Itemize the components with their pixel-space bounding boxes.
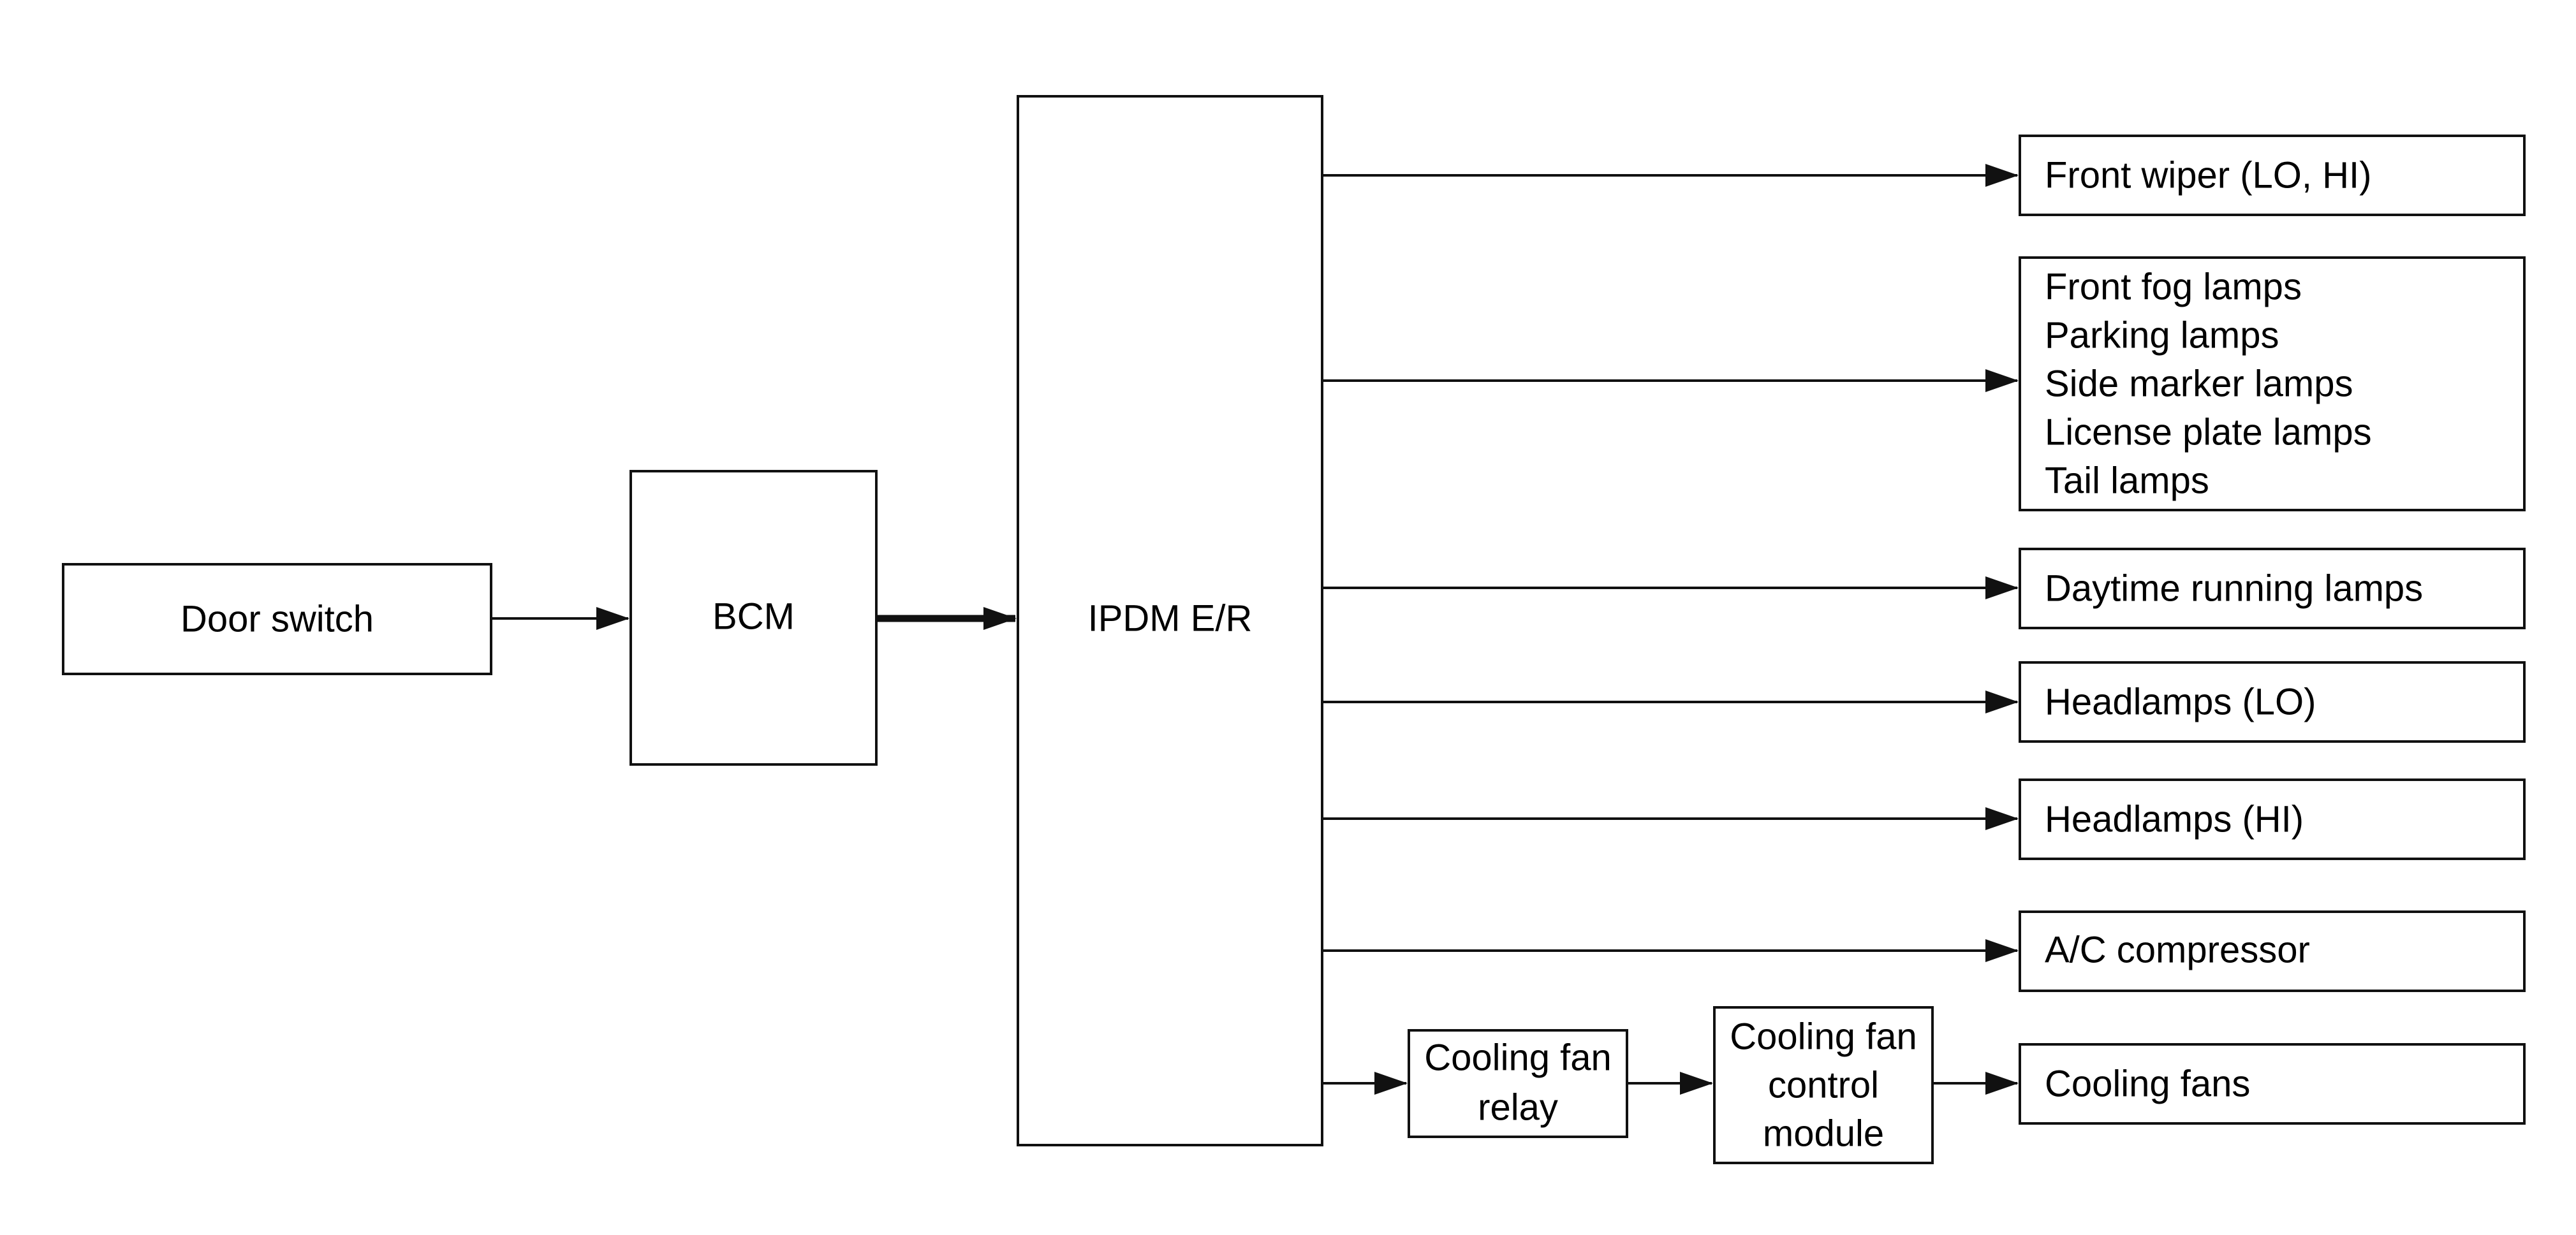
connections: [491, 164, 2019, 1095]
headlamps-lo-box: Headlamps (LO): [2019, 661, 2526, 743]
cooling-fans-label: Cooling fans: [2045, 1063, 2250, 1105]
headlamps-hi-label: Headlamps (HI): [2045, 799, 2304, 840]
license-plate-lamps-label: License plate lamps: [2045, 412, 2372, 453]
cooling-fan-control-module-label-line3: module: [1763, 1113, 1884, 1155]
cooling-fan-relay-label-line1: Cooling fan: [1424, 1037, 1611, 1079]
exterior-lamps-box: Front fog lamps Parking lamps Side marke…: [2019, 256, 2526, 511]
bcm-label: BCM: [712, 596, 795, 638]
daytime-running-lamps-box: Daytime running lamps: [2019, 548, 2526, 629]
cooling-fan-control-module-box: Cooling fan control module: [1713, 1006, 1934, 1164]
cooling-fan-relay-label-line2: relay: [1478, 1087, 1558, 1129]
cooling-fan-control-module-label-line2: control: [1768, 1065, 1879, 1106]
cooling-fans-box: Cooling fans: [2019, 1043, 2526, 1125]
front-wiper-label: Front wiper (LO, HI): [2045, 155, 2371, 196]
door-switch-label: Door switch: [180, 599, 374, 640]
cooling-fan-relay-box: Cooling fan relay: [1408, 1029, 1628, 1138]
ipdm-er-box: IPDM E/R: [1017, 95, 1323, 1146]
cooling-fan-control-module-label-line1: Cooling fan: [1730, 1016, 1917, 1058]
headlamps-lo-label: Headlamps (LO): [2045, 682, 2316, 723]
front-wiper-box: Front wiper (LO, HI): [2019, 135, 2526, 216]
parking-lamps-label: Parking lamps: [2045, 315, 2279, 356]
door-switch-box: Door switch: [62, 563, 492, 675]
daytime-running-lamps-label: Daytime running lamps: [2045, 568, 2423, 610]
side-marker-lamps-label: Side marker lamps: [2045, 363, 2353, 405]
front-fog-lamps-label: Front fog lamps: [2045, 267, 2302, 308]
ac-compressor-label: A/C compressor: [2045, 930, 2310, 971]
ipdm-er-label: IPDM E/R: [1088, 598, 1253, 639]
headlamps-hi-box: Headlamps (HI): [2019, 778, 2526, 860]
bcm-box: BCM: [629, 470, 878, 766]
tail-lamps-label: Tail lamps: [2045, 460, 2209, 502]
ac-compressor-box: A/C compressor: [2019, 910, 2526, 992]
